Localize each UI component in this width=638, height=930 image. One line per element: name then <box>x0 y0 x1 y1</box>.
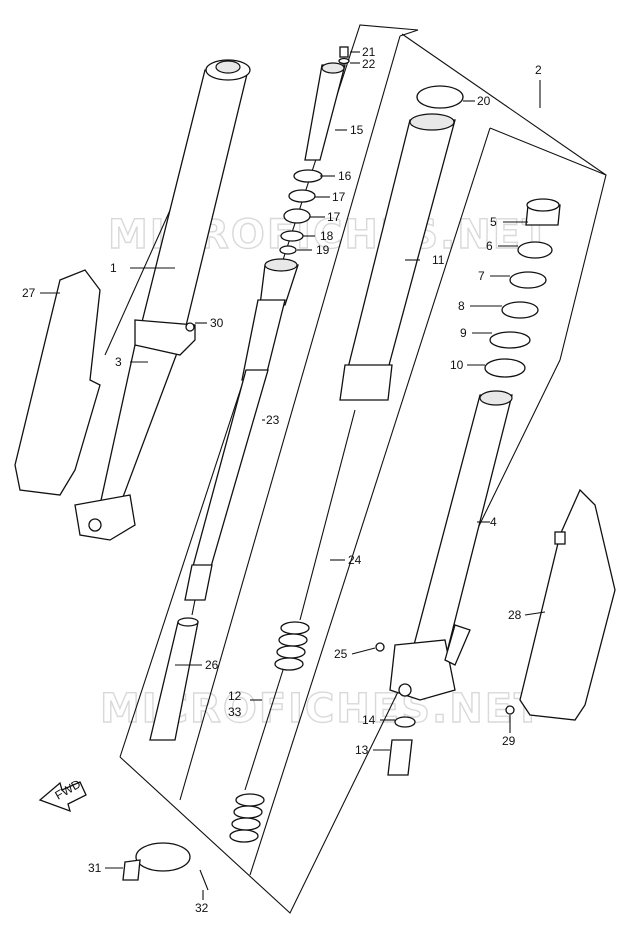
label-22: 22 <box>362 57 376 71</box>
label-23: 23 <box>266 413 280 427</box>
label-7: 7 <box>478 269 485 283</box>
label-25: 25 <box>334 647 348 661</box>
label-20: 20 <box>477 94 491 108</box>
label-26: 26 <box>205 658 219 672</box>
rod-24 <box>299 409 356 621</box>
clamp-31 <box>122 842 209 891</box>
washers-16-19 <box>279 169 323 255</box>
sleeve-26 <box>149 617 199 741</box>
label-12: 12 <box>228 689 242 703</box>
label-14: 14 <box>362 713 376 727</box>
label-8: 8 <box>458 299 465 313</box>
label-10: 10 <box>450 358 464 372</box>
fwd-arrow: FWD <box>38 777 87 813</box>
label-19: 19 <box>316 243 330 257</box>
label-27: 27 <box>22 286 36 300</box>
label-33: 33 <box>228 705 242 719</box>
label-13: 13 <box>355 743 369 757</box>
label-3: 3 <box>115 355 122 369</box>
label-4: 4 <box>490 515 497 529</box>
bushings-5-10 <box>484 198 561 378</box>
label-15: 15 <box>350 123 364 137</box>
label-29: 29 <box>502 734 516 748</box>
label-24: 24 <box>348 553 362 567</box>
label-5: 5 <box>490 215 497 229</box>
part-labels: 1 2 3 4 5 6 7 8 9 10 11 12 33 13 14 15 1… <box>22 45 542 915</box>
leader-lines <box>40 51 546 900</box>
label-9: 9 <box>460 326 467 340</box>
small-parts-13-14-25 <box>375 642 416 776</box>
label-28: 28 <box>508 608 522 622</box>
label-17b: 17 <box>327 210 341 224</box>
damper-rod-23 <box>184 258 299 616</box>
label-6: 6 <box>486 239 493 253</box>
fork-guard-left <box>14 269 101 496</box>
label-21: 21 <box>362 45 376 59</box>
o-ring-20 <box>416 85 464 109</box>
screw-29 <box>505 705 515 715</box>
label-16: 16 <box>338 169 352 183</box>
label-31: 31 <box>88 861 102 875</box>
label-11: 11 <box>432 253 445 267</box>
inner-tube-11 <box>339 113 456 401</box>
fork-guard-right <box>519 488 616 721</box>
assembly-outline <box>104 24 607 914</box>
label-32: 32 <box>195 901 209 915</box>
label-17a: 17 <box>332 190 346 204</box>
label-2: 2 <box>535 63 542 77</box>
springs-12-33 <box>229 621 310 843</box>
outer-tube-right <box>389 390 513 701</box>
label-18: 18 <box>320 229 334 243</box>
clamp-30 <box>134 319 196 356</box>
label-30: 30 <box>210 316 224 330</box>
cartridge-top <box>304 46 350 161</box>
label-1: 1 <box>110 261 117 275</box>
